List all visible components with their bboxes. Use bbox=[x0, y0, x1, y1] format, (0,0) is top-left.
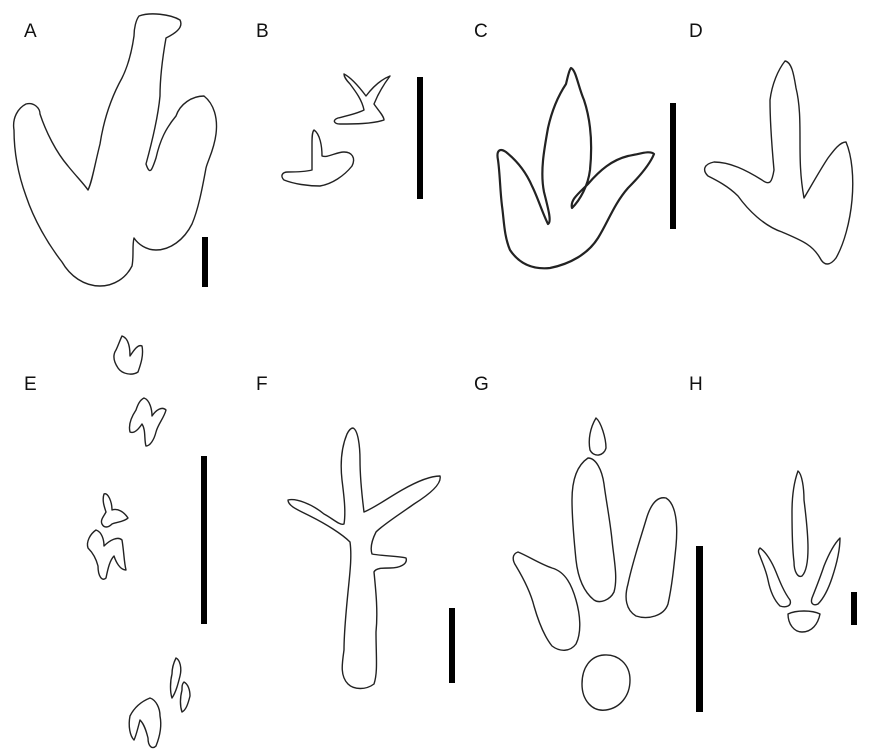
footprint-b-lower bbox=[282, 130, 354, 186]
footprint-h-middle-digit bbox=[792, 471, 808, 576]
footprint-e-5 bbox=[171, 658, 181, 698]
panel-label-c: C bbox=[474, 21, 488, 42]
footprint-g-claw bbox=[589, 418, 606, 455]
panel-d bbox=[705, 61, 853, 264]
footprint-g-right-digit bbox=[626, 498, 677, 618]
footprint-e-7 bbox=[129, 698, 161, 748]
footprint-c bbox=[497, 68, 654, 268]
footprint-d bbox=[705, 61, 853, 264]
panel-label-e: E bbox=[24, 374, 37, 395]
panel-b bbox=[282, 74, 423, 199]
footprint-g-middle-digit bbox=[572, 458, 616, 602]
panel-label-f: F bbox=[256, 374, 268, 395]
panel-label-g: G bbox=[474, 374, 489, 395]
panel-g bbox=[513, 418, 703, 712]
footprint-g-heel-pad bbox=[582, 655, 630, 710]
footprint-h-heel-pad bbox=[788, 611, 820, 632]
panel-e bbox=[87, 336, 207, 748]
panel-label-b: B bbox=[256, 21, 269, 42]
footprint-e-2 bbox=[129, 398, 166, 446]
scale-bar-f bbox=[449, 608, 455, 683]
scale-bar-g bbox=[696, 546, 703, 712]
scale-bar-c bbox=[670, 103, 676, 229]
footprint-g-left-digit bbox=[513, 552, 580, 650]
scale-bar-h bbox=[851, 592, 857, 625]
footprint-b-upper bbox=[334, 74, 390, 124]
scale-bar-a bbox=[202, 237, 208, 287]
panel-f bbox=[288, 428, 455, 689]
panel-h bbox=[759, 471, 858, 632]
panel-label-a: A bbox=[24, 21, 37, 42]
footprint-e-3 bbox=[101, 494, 128, 527]
footprint-f bbox=[288, 428, 440, 689]
footprint-h-left-digit bbox=[759, 548, 791, 607]
panel-label-h: H bbox=[689, 374, 703, 395]
scale-bar-b bbox=[417, 77, 423, 199]
footprint-e-1 bbox=[114, 336, 143, 374]
footprint-e-4 bbox=[87, 530, 126, 579]
scale-bar-e bbox=[201, 456, 207, 624]
footprint-h-right-digit bbox=[811, 538, 840, 605]
footprint-a bbox=[14, 14, 217, 286]
panel-a bbox=[14, 14, 217, 287]
panel-c bbox=[497, 68, 676, 268]
footprint-e-6 bbox=[181, 682, 191, 712]
panel-label-d: D bbox=[689, 21, 703, 42]
